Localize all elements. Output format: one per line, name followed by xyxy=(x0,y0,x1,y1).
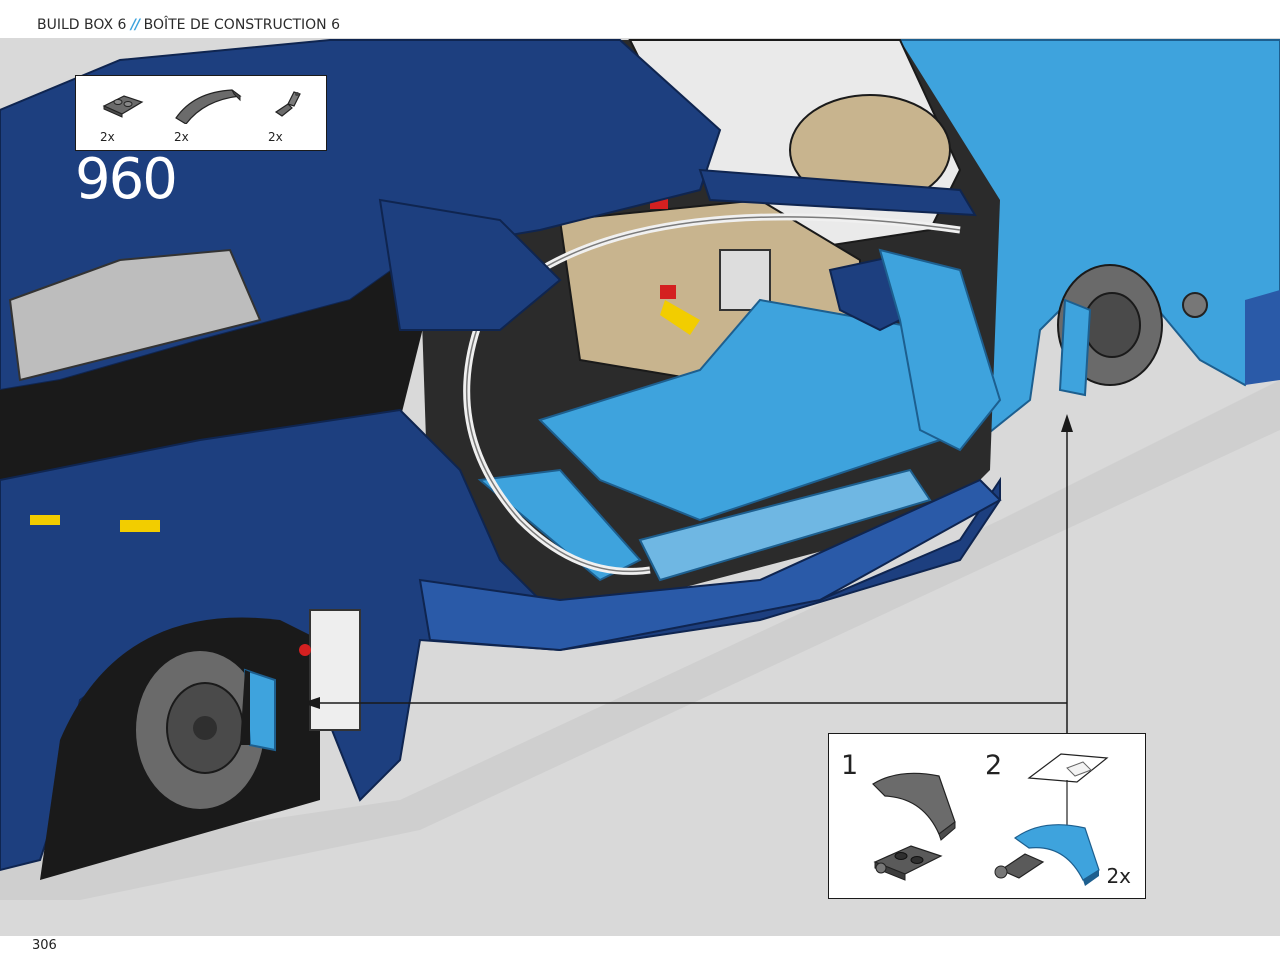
clip-left xyxy=(875,862,887,874)
yellow-pin-1 xyxy=(120,520,160,532)
body-gap-black xyxy=(0,250,430,520)
curved-slope-edge xyxy=(938,821,956,841)
plate-stud-1 xyxy=(894,852,908,860)
substep-number-2: 2 xyxy=(985,750,1003,781)
arrow-head-rear xyxy=(1061,414,1073,432)
rear-caliper-light-blue xyxy=(1058,298,1092,397)
caliper-edge xyxy=(240,670,250,745)
page-number: 306 xyxy=(32,938,57,953)
caliper-plate xyxy=(999,853,1045,879)
part-slot-3: 2x xyxy=(268,84,338,144)
part-slot-2: 2x xyxy=(174,84,244,144)
yellow-pin-2 xyxy=(30,515,60,525)
substep-quantity: 2x xyxy=(1106,864,1131,888)
side-tube-light-blue xyxy=(638,468,932,582)
part-qty-2: 2x xyxy=(174,130,189,144)
part-qty-1: 2x xyxy=(100,130,115,144)
part-qty-3: 2x xyxy=(268,130,283,144)
substep-callout: 1 2 2x xyxy=(828,733,1146,899)
red-pin xyxy=(299,644,311,656)
title-french: BOÎTE DE CONSTRUCTION 6 xyxy=(143,17,341,33)
caliper-clip xyxy=(994,865,1008,879)
plate-stud-2 xyxy=(910,856,924,864)
light-blue-pillar xyxy=(878,248,1002,452)
part-slot-1: 2x xyxy=(100,84,170,144)
step-number: 960 xyxy=(75,147,178,212)
dark-gray-curved-slope-icon xyxy=(175,89,242,125)
sticker-label xyxy=(1066,761,1092,777)
substep-number-1: 1 xyxy=(841,750,859,781)
rear-axle-pin xyxy=(1182,292,1208,318)
parts-list-callout: 2x 2x 2x xyxy=(75,75,327,151)
build-box-title: BUILD BOX 6 // BOÎTE DE CONSTRUCTION 6 xyxy=(37,17,340,33)
arrow-head-front xyxy=(302,697,320,709)
substep-illustration xyxy=(872,753,1109,886)
title-english: BUILD BOX 6 xyxy=(37,17,127,33)
caliper-piece-edge xyxy=(1083,870,1099,886)
white-suspension-block xyxy=(309,609,361,731)
gray-engine-block xyxy=(8,248,262,382)
sill-dark-blue xyxy=(418,478,1002,652)
title-separator: // xyxy=(130,17,140,33)
curved-slope-part xyxy=(872,772,956,835)
dark-gray-bracket-icon xyxy=(274,91,301,117)
page-footer: 306 xyxy=(0,936,1280,974)
yellow-gear xyxy=(660,300,700,335)
rear-edge-blue xyxy=(1245,290,1280,385)
rear-hub xyxy=(1083,292,1141,358)
hub-center xyxy=(193,716,217,740)
red-connector-2 xyxy=(660,285,676,299)
assembly-arrowhead-1 xyxy=(901,836,909,844)
cross-beam-dark-blue xyxy=(698,168,977,217)
door-panel-dark-blue xyxy=(378,198,562,331)
dark-gray-plate-with-clips-icon xyxy=(102,95,144,118)
assembly-arrowhead-2 xyxy=(915,840,923,848)
side-scoop-light-blue xyxy=(477,468,642,582)
white-hose-outline xyxy=(465,319,651,573)
page-header: BUILD BOX 6 // BOÎTE DE CONSTRUCTION 6 xyxy=(0,0,1280,38)
